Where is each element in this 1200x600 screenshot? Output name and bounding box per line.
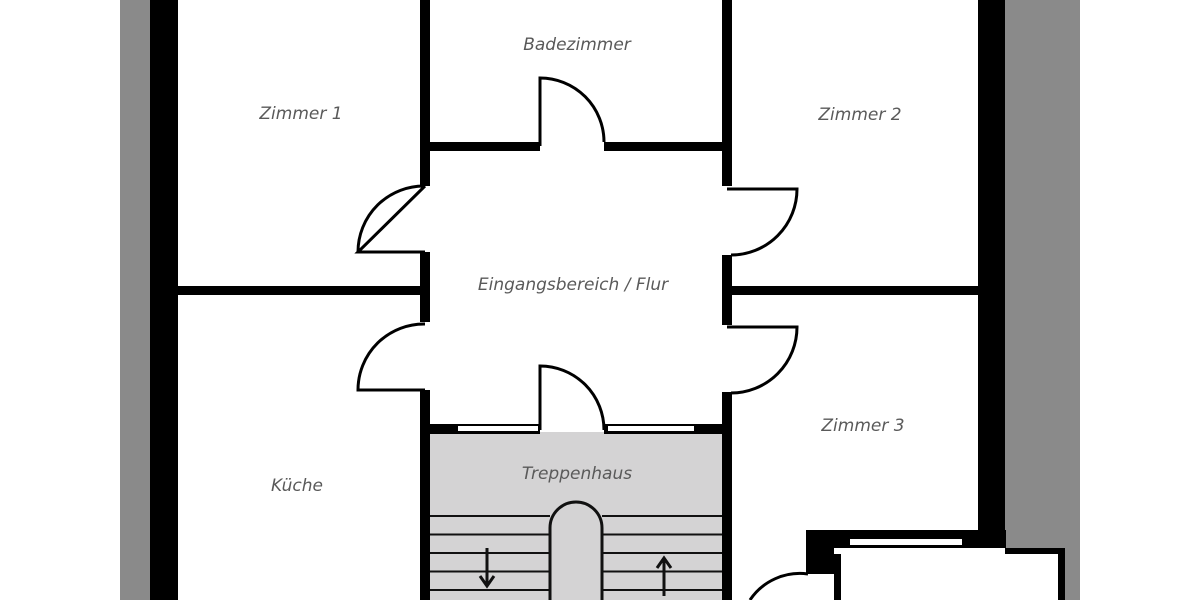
bay-wall-right-side [1058,548,1065,600]
stair-center-island [548,500,604,600]
exterior-balcony-strip [1062,548,1080,600]
stair-opening-right [608,426,694,431]
outer-wall-left [150,0,178,600]
wall-hall-right-mid [722,255,732,325]
door-balcony[interactable] [748,571,809,600]
wall-hall-left-top [420,0,430,186]
bay-window [850,539,962,545]
wall-room1-kitchen [178,286,420,295]
stair-opening-left [458,426,538,431]
door-room2[interactable] [727,187,799,257]
label-stairwell: Treppenhaus [522,464,632,484]
door-kitchen[interactable] [356,322,426,392]
label-room1: Zimmer 1 [258,104,342,124]
exterior-left-strip [120,0,150,600]
label-hallway: Eingangsbereich / Flur [478,275,669,295]
stair-treads [430,515,722,591]
wall-room2-room3 [732,286,978,295]
arrow-up-icon [655,555,673,596]
outer-wall-right [978,0,1005,548]
wall-hall-left-mid [420,252,430,322]
bay-wall-left [806,530,834,574]
wall-hall-right-top [722,0,732,186]
wall-bath-left [430,142,540,151]
wall-hall-left-bottom [420,390,430,600]
door-room1[interactable] [354,184,427,254]
bay-wall-right [1005,548,1065,554]
door-bathroom[interactable] [538,76,606,146]
arrow-down-icon [478,548,496,589]
bay-wall-inner [834,554,841,600]
label-kitchen: Küche [271,476,323,496]
door-room3[interactable] [727,325,799,395]
label-room2: Zimmer 2 [817,105,901,125]
label-bathroom: Badezimmer [523,35,632,55]
wall-bath-right [604,142,722,151]
label-room3: Zimmer 3 [820,416,904,436]
door-stairwell[interactable] [538,364,606,431]
wall-hall-right-bottom [722,392,732,600]
exterior-right-strip [1005,0,1080,548]
